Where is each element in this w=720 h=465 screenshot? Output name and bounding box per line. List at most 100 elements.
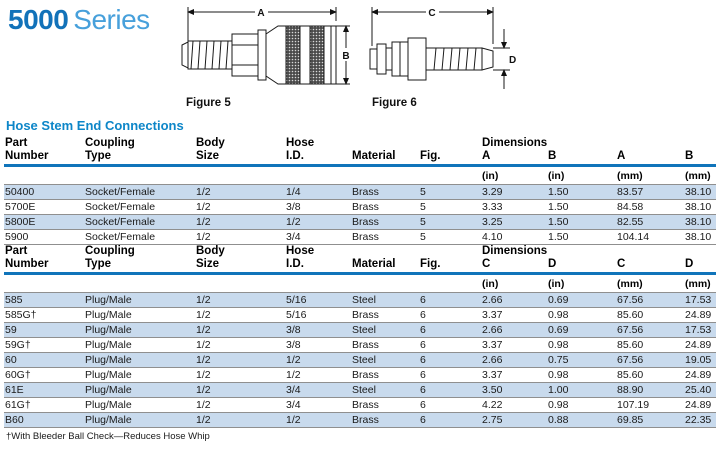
table-cell: 0.75 bbox=[548, 353, 569, 366]
table-cell: 25.40 bbox=[685, 383, 712, 396]
header-cell: Part bbox=[5, 245, 28, 257]
table-cell: 3/8 bbox=[286, 200, 301, 213]
table-cell: 585 bbox=[5, 293, 23, 306]
table-cell: 67.56 bbox=[617, 293, 644, 306]
table-cell: 6 bbox=[420, 323, 426, 336]
table-cell: 19.05 bbox=[685, 353, 712, 366]
table-cell: 6 bbox=[420, 368, 426, 381]
table-cell: 1/2 bbox=[196, 215, 211, 228]
table-cell: Plug/Male bbox=[85, 323, 132, 336]
table-cell: Plug/Male bbox=[85, 308, 132, 321]
unit-cell: (in) bbox=[547, 165, 616, 185]
header-cell: Type bbox=[84, 257, 195, 275]
table-cell: 0.88 bbox=[548, 413, 569, 426]
table-cell: Brass bbox=[352, 308, 379, 321]
table-cell: Plug/Male bbox=[85, 383, 132, 396]
table-cell: 1/2 bbox=[196, 353, 211, 366]
table-cell: Steel bbox=[352, 293, 376, 306]
table-cell: 1.50 bbox=[548, 215, 569, 228]
unit-cell: (in) bbox=[547, 273, 616, 293]
table-cell: 83.57 bbox=[617, 185, 644, 198]
table-cell: 17.53 bbox=[685, 323, 712, 336]
table-cell: Brass bbox=[352, 200, 379, 213]
header-cell: I.D. bbox=[285, 257, 351, 275]
table-cell: 6 bbox=[420, 353, 426, 366]
table-cell: 85.60 bbox=[617, 338, 644, 351]
table-cell: 0.98 bbox=[548, 398, 569, 411]
table-cell: 1/2 bbox=[196, 413, 211, 426]
unit-cell: (mm) bbox=[684, 273, 716, 293]
table-cell: Socket/Female bbox=[85, 185, 156, 198]
table-cell: Brass bbox=[352, 398, 379, 411]
dimension-d-label: D bbox=[509, 55, 516, 66]
table-cell: Plug/Male bbox=[85, 353, 132, 366]
page-title-series-number: 5000 bbox=[8, 4, 69, 35]
header-cell: Size bbox=[195, 257, 285, 275]
table-cell: 1.50 bbox=[548, 230, 569, 243]
header-cell: Type bbox=[84, 149, 195, 167]
table-cell: Plug/Male bbox=[85, 413, 132, 426]
figure-5: A B bbox=[180, 4, 356, 109]
table-cell: 3/4 bbox=[286, 230, 301, 243]
table-cell: Socket/Female bbox=[85, 215, 156, 228]
unit-cell bbox=[419, 273, 481, 293]
unit-cell: (mm) bbox=[684, 165, 716, 185]
dimension-a-label: A bbox=[257, 8, 264, 19]
table-cell: Brass bbox=[352, 185, 379, 198]
table-cell: 38.10 bbox=[685, 200, 712, 213]
table-cell: 22.35 bbox=[685, 413, 712, 426]
table-cell: Steel bbox=[352, 323, 376, 336]
table-cell: 3.37 bbox=[482, 368, 503, 381]
unit-cell bbox=[285, 165, 351, 185]
header-cell: Fig. bbox=[419, 257, 481, 275]
header-cell: C bbox=[481, 257, 547, 275]
header-cell: Coupling bbox=[85, 137, 135, 149]
header-cell: Material bbox=[351, 149, 419, 167]
table-cell: 2.75 bbox=[482, 413, 503, 426]
header-cell: Hose bbox=[286, 245, 315, 257]
table-cell: 5/16 bbox=[286, 308, 307, 321]
header-cell bbox=[419, 137, 481, 150]
table-cell: 24.89 bbox=[685, 338, 712, 351]
table-cell: 1/2 bbox=[196, 293, 211, 306]
table-cell: Brass bbox=[352, 215, 379, 228]
table-cell: 1/2 bbox=[286, 368, 301, 381]
table-cell: Plug/Male bbox=[85, 293, 132, 306]
table-cell: 60 bbox=[5, 353, 17, 366]
header-cell: B bbox=[547, 149, 616, 167]
unit-cell bbox=[4, 165, 84, 185]
table-cell: 1/2 bbox=[196, 338, 211, 351]
table-cell: 585G† bbox=[5, 308, 37, 321]
figure-5-drawing: A B bbox=[181, 6, 353, 85]
header-cell: C bbox=[616, 257, 684, 275]
unit-cell bbox=[84, 165, 195, 185]
table-cell: 5/16 bbox=[286, 293, 307, 306]
header-cell: D bbox=[547, 257, 616, 275]
unit-cell bbox=[351, 273, 419, 293]
table-cell: 60G† bbox=[5, 368, 31, 381]
table-cell: 6 bbox=[420, 338, 426, 351]
unit-cell bbox=[4, 273, 84, 293]
table-cell: Brass bbox=[352, 338, 379, 351]
header-cell: Body bbox=[196, 245, 225, 257]
unit-cell: (in) bbox=[481, 273, 547, 293]
unit-cell bbox=[195, 273, 285, 293]
table-cell: 67.56 bbox=[617, 353, 644, 366]
header-cell: Number bbox=[4, 257, 84, 275]
table-cell: B60 bbox=[5, 413, 24, 426]
table-cell: 5 bbox=[420, 215, 426, 228]
table-cell: 5 bbox=[420, 200, 426, 213]
table-cell: 24.89 bbox=[685, 398, 712, 411]
